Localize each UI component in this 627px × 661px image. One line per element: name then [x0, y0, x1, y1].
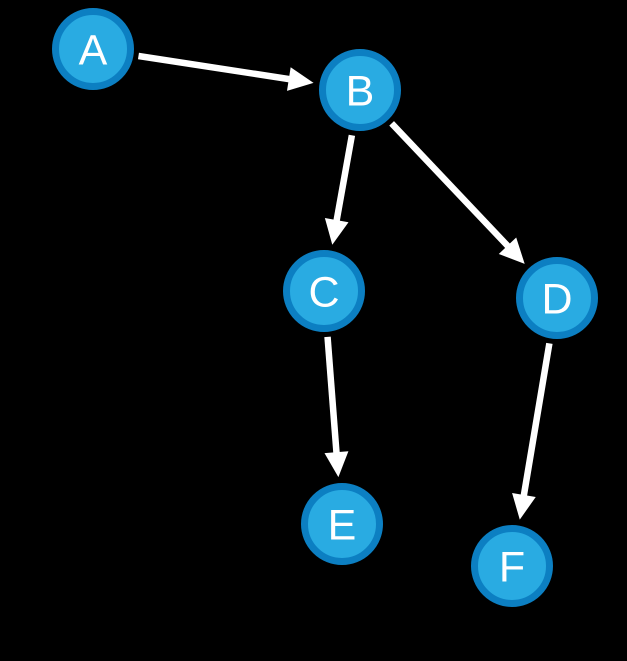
arrowhead-icon: [512, 493, 536, 520]
graph-edge-B-D: [389, 121, 525, 264]
graph-edge-D-F: [512, 342, 553, 520]
edge-line-B-C: [333, 134, 356, 223]
graph-node-E[interactable]: E: [301, 483, 383, 565]
edge-line-D-F: [520, 342, 553, 498]
graph-edge-C-E: [324, 336, 349, 478]
edge-line-B-D: [389, 121, 512, 250]
graph-edge-A-B: [137, 52, 314, 91]
node-circle-F[interactable]: [471, 525, 553, 607]
node-circle-A[interactable]: [52, 8, 134, 90]
edge-line-C-E: [324, 336, 340, 455]
graph-node-F[interactable]: F: [471, 525, 553, 607]
node-circle-B[interactable]: [319, 49, 401, 131]
node-circle-C[interactable]: [283, 250, 365, 332]
arrowhead-icon: [324, 218, 349, 245]
arrowhead-icon: [287, 67, 314, 91]
arrowhead-icon: [498, 237, 525, 264]
graph-edge-B-C: [324, 134, 356, 245]
node-circle-D[interactable]: [516, 257, 598, 339]
graph-node-B[interactable]: B: [319, 49, 401, 131]
graph-node-D[interactable]: D: [516, 257, 598, 339]
edge-line-A-B: [137, 52, 292, 83]
graph-node-A[interactable]: A: [52, 8, 134, 90]
node-circle-E[interactable]: [301, 483, 383, 565]
graph-node-C[interactable]: C: [283, 250, 365, 332]
arrowhead-icon: [324, 451, 349, 478]
